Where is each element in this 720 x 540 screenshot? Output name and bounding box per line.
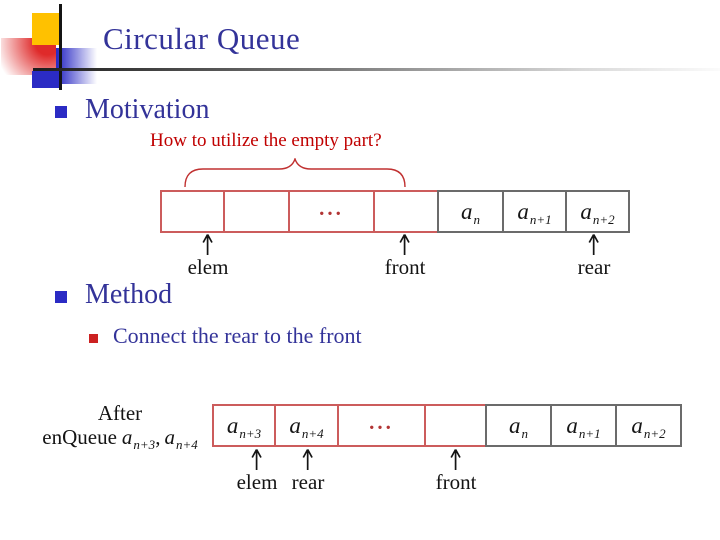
bullet-motivation: Motivation	[85, 94, 210, 125]
queue-cell-an2: an+2	[565, 190, 630, 233]
math-sub: n+1	[578, 426, 601, 441]
pointer-label: front	[384, 255, 426, 279]
bullet-square-icon	[55, 291, 67, 303]
queue-diagram-after: an+3 an+4 ... an an+1 an+2	[212, 404, 682, 447]
queue-cell-an2: an+2	[615, 404, 682, 447]
up-arrow-icon	[588, 234, 600, 255]
brace-icon	[184, 158, 406, 188]
cell-label: an+4	[289, 413, 323, 440]
queue-cell-empty	[373, 190, 439, 233]
queue-cell-empty	[424, 404, 487, 447]
cell-label: an+1	[566, 413, 600, 440]
bullet-method: Method	[85, 279, 173, 310]
math-base: a	[164, 425, 175, 449]
question-text: How to utilize the empty part?	[150, 130, 382, 151]
pointer-elem: elem	[187, 233, 229, 279]
sub-bullet-square-icon	[89, 334, 98, 343]
queue-cell-an4: an+4	[274, 404, 339, 447]
enqueue-text: enQueue	[42, 425, 117, 449]
math-base: a	[566, 413, 578, 438]
math-sub: n+3	[133, 437, 156, 452]
cell-label: an	[509, 413, 528, 440]
title-underline	[33, 68, 720, 71]
math-base: a	[517, 199, 529, 224]
pointer-front: front	[435, 448, 477, 494]
up-arrow-icon	[302, 449, 314, 470]
pointer-label: elem	[236, 470, 278, 494]
math-sub: n+4	[301, 426, 324, 441]
pointer-front: front	[384, 233, 426, 279]
queue-diagram-initial: ... an an+1 an+2	[160, 190, 630, 233]
math-base: a	[121, 425, 133, 449]
logo-yellow-square	[32, 13, 60, 45]
pointer-label: rear	[577, 255, 611, 279]
math-sub: n+2	[592, 212, 615, 227]
math-base: a	[509, 413, 521, 438]
bullet-square-icon	[55, 106, 67, 118]
cell-label: an+1	[517, 199, 551, 226]
cell-label: an	[461, 199, 480, 226]
up-arrow-icon	[251, 449, 263, 470]
math-base: a	[289, 413, 301, 438]
math-sub: n+4	[175, 437, 198, 452]
ellipsis-text: ...	[369, 410, 394, 434]
queue-cell-an: an	[485, 404, 552, 447]
queue-cell-an: an	[437, 190, 504, 233]
math-sub: n	[521, 426, 529, 441]
pointer-label: rear	[291, 470, 325, 494]
queue-cell-an1: an+1	[502, 190, 567, 233]
math-base: a	[631, 413, 643, 438]
up-arrow-icon	[399, 234, 411, 255]
pointer-rear: rear	[291, 448, 325, 494]
queue-cell-an1: an+1	[550, 404, 617, 447]
math-sub: n+1	[529, 212, 552, 227]
pointer-elem: elem	[236, 448, 278, 494]
queue-cell-empty	[160, 190, 225, 233]
separator-text: ,	[155, 425, 161, 449]
logo-vertical-line	[59, 4, 62, 90]
up-arrow-icon	[450, 449, 462, 470]
math-sub: n+2	[643, 426, 666, 441]
queue-cell-empty	[223, 190, 290, 233]
cell-label: an+3	[226, 413, 261, 440]
math-base: a	[226, 413, 239, 438]
queue-cell-ellipsis: ...	[337, 404, 426, 447]
logo-blue-square-small	[32, 71, 60, 88]
pointer-label: front	[435, 470, 477, 494]
math-sub: n	[473, 212, 481, 227]
cell-label: an+2	[631, 413, 665, 440]
cell-label: an+2	[580, 199, 614, 226]
sub-bullet-method: Connect the rear to the front	[113, 323, 362, 348]
queue-cell-an3: an+3	[212, 404, 276, 447]
math-base: a	[461, 199, 473, 224]
ellipsis-text: ...	[319, 196, 344, 220]
pointer-rear: rear	[577, 233, 611, 279]
up-arrow-icon	[202, 234, 214, 255]
math-sub: n+3	[239, 426, 262, 441]
math-base: a	[580, 199, 592, 224]
pointer-label: elem	[187, 255, 229, 279]
after-note-line1: After	[97, 401, 143, 425]
slide-title: Circular Queue	[103, 21, 301, 56]
queue-cell-ellipsis: ...	[288, 190, 375, 233]
